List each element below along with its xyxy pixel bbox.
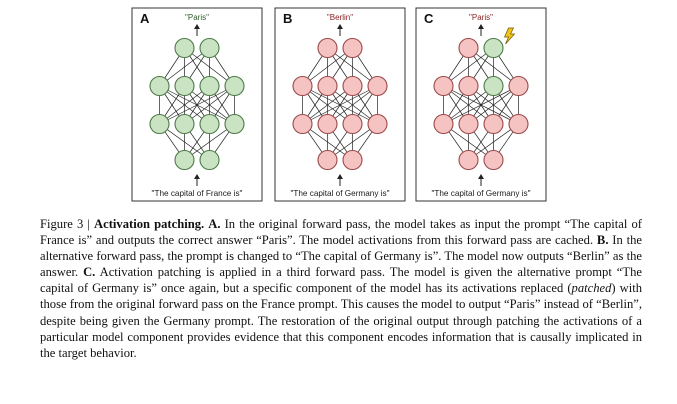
prompt-label: "The capital of Germany is" (290, 189, 389, 198)
output-arrow-head (337, 24, 343, 29)
network-edge (184, 85, 235, 125)
lightning-bolt-icon (503, 27, 516, 45)
caption-text-c-part2: ) with those from the original forward p… (40, 281, 643, 360)
output-label: "Berlin" (327, 13, 353, 22)
network-edge (468, 123, 519, 161)
output-arrow-head (194, 24, 200, 29)
caption-text-c-part1: Activation patching is applied in a thir… (40, 265, 642, 296)
caption-label-c: C. (83, 265, 96, 280)
network-edge (302, 85, 378, 125)
network-edge (159, 85, 235, 125)
neuron (317, 149, 338, 171)
caption-text-b: In the alternative forward pass, the pro… (40, 233, 642, 280)
input-arrow-head (337, 174, 343, 179)
output-arrow-head (478, 24, 484, 29)
neuron (199, 75, 220, 97)
neuron (174, 75, 195, 97)
neuron (317, 113, 338, 135)
output-label: "Paris" (185, 13, 209, 22)
neuron (458, 113, 479, 135)
network-edge (302, 85, 353, 125)
neuron (367, 75, 388, 97)
patched-neuron (483, 37, 504, 59)
neuron (317, 75, 338, 97)
neuron (508, 75, 529, 97)
input-arrow-head (478, 174, 484, 179)
output-label: "Paris" (469, 13, 493, 22)
caption-label-a: A. (208, 217, 221, 231)
network-edge (184, 123, 235, 161)
neuron (483, 149, 504, 171)
neuron (224, 113, 245, 135)
network-edge (159, 85, 210, 125)
neuron (508, 113, 529, 135)
neuron (433, 75, 454, 97)
neuron (342, 149, 363, 171)
neuron (174, 113, 195, 135)
neuron (149, 113, 170, 135)
neuron (174, 149, 195, 171)
network-edge (159, 47, 210, 87)
network-edge (443, 85, 494, 125)
prompt-label: "The capital of France is" (152, 189, 243, 198)
prompt-label: "The capital of Germany is" (431, 189, 530, 198)
figure-number: Figure 3 | (40, 217, 90, 231)
neuron (199, 113, 220, 135)
neuron (292, 75, 313, 97)
neuron (224, 75, 245, 97)
neuron (483, 113, 504, 135)
network-edge (302, 47, 353, 87)
neuron (458, 149, 479, 171)
network-edge (468, 85, 519, 125)
neuron (342, 37, 363, 59)
panel-letter: B (283, 11, 292, 26)
activation-patching-figure: A "Paris" "The capital of France is" B "Berl… (131, 7, 547, 202)
neuron (149, 75, 170, 97)
neuron (174, 37, 195, 59)
panel-letter: A (140, 11, 150, 26)
neuron (458, 37, 479, 59)
neuron (199, 37, 220, 59)
caption-text-a: In the original forward pass, the model … (40, 217, 642, 248)
figure-caption: Figure 3 | Activation patching. A. In th… (40, 216, 642, 361)
panel-a: A "Paris" "The capital of France is" (131, 7, 263, 202)
patched-neuron (483, 75, 504, 97)
neuron (433, 113, 454, 135)
panel-c: C "Paris" "The capital of Germany is" (415, 7, 547, 202)
network-edge (327, 123, 378, 161)
neuron (317, 37, 338, 59)
panel-b: B "Berlin" "The capital of Germany is" (274, 7, 406, 202)
neuron (342, 75, 363, 97)
neuron (199, 149, 220, 171)
caption-patched-word: patched (571, 281, 612, 296)
caption-heading: Activation patching. (94, 217, 205, 231)
caption-label-b: B. (596, 233, 609, 248)
neuron (458, 75, 479, 97)
input-arrow-head (194, 174, 200, 179)
neuron (367, 113, 388, 135)
network-edge (443, 47, 494, 87)
network-edge (443, 85, 519, 125)
neuron (342, 113, 363, 135)
panel-letter: C (424, 11, 434, 26)
neuron (292, 113, 313, 135)
network-edge (327, 85, 378, 125)
